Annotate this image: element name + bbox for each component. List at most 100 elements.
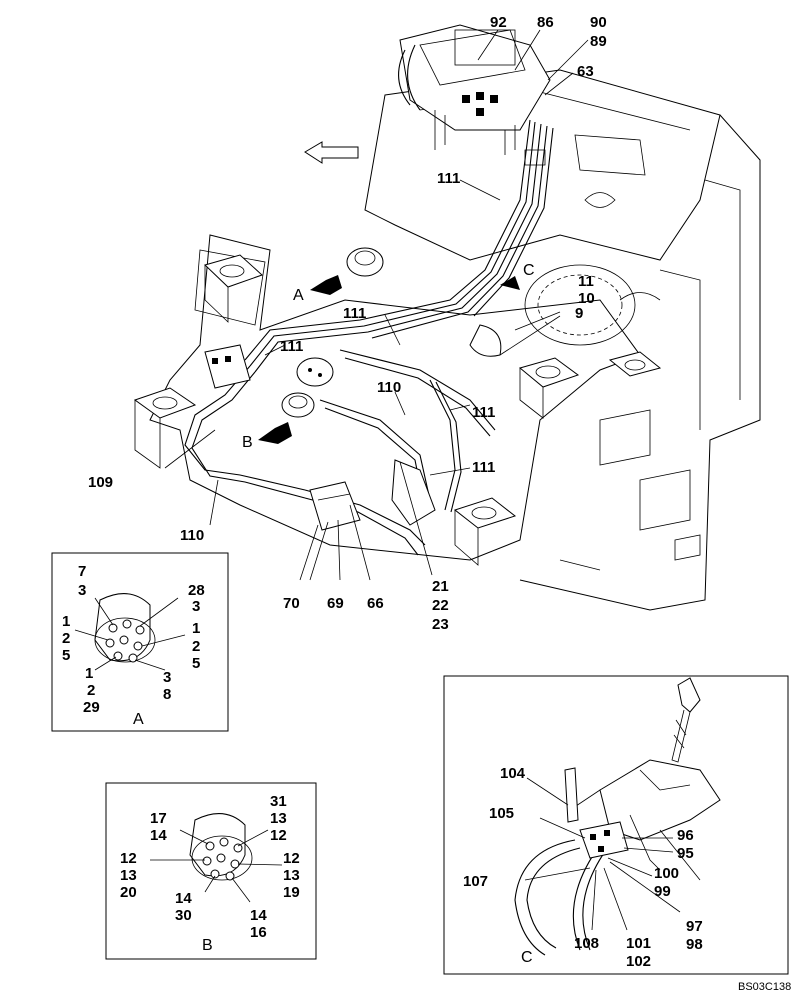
mount-center-right — [518, 357, 580, 419]
detail-c-label-105: 105 — [489, 805, 514, 822]
detail-b-label-30: 30 — [175, 907, 192, 924]
detail-a-label-1b: 1 — [192, 620, 200, 637]
detail-b-label-20: 20 — [120, 884, 137, 901]
main-assembly: 92 86 90 89 63 111 11 10 9 111 111 110 1… — [88, 14, 761, 633]
joystick-grip — [677, 677, 701, 713]
mount-upper-left — [204, 254, 263, 323]
detail-c-label-96: 96 — [677, 827, 694, 844]
part-label-63: 63 — [577, 63, 594, 80]
part-label-110-center: 110 — [377, 379, 401, 396]
part-label-92: 92 — [490, 14, 507, 31]
part-label-111-left: 111 — [280, 338, 303, 355]
detail-b-label-12b: 12 — [120, 850, 137, 867]
view-marker-a: A — [293, 287, 304, 304]
detail-a-label-28: 28 — [188, 582, 205, 599]
detail-c-label-100: 100 — [654, 865, 679, 882]
view-marker-b: B — [242, 434, 253, 451]
part-label-111-right: 111 — [472, 404, 495, 421]
part-label-22: 22 — [432, 597, 449, 614]
mount-lower-right — [453, 497, 517, 566]
detail-a-label-3: 3 — [78, 582, 86, 599]
detail-a-label-8: 8 — [163, 686, 171, 703]
detail-b-caption: B — [202, 937, 213, 954]
front-direction-arrow — [304, 141, 359, 164]
swivel-ring — [524, 264, 636, 346]
rotary-component-b — [281, 392, 315, 418]
leader-lines — [164, 29, 589, 581]
detail-view-a: 7 3 28 3 1 2 5 1 2 5 1 2 29 3 8 A — [51, 552, 229, 732]
detail-a-label-29: 29 — [83, 699, 100, 716]
manifold-block — [204, 344, 251, 389]
part-label-90: 90 — [590, 14, 607, 31]
detail-view-c: 104 105 96 95 107 100 99 97 98 108 101 1… — [443, 675, 789, 975]
part-label-86: 86 — [537, 14, 554, 31]
control-valve-block — [398, 24, 551, 155]
part-label-111-top: 111 — [437, 170, 460, 187]
detail-a-label-5b: 5 — [192, 655, 200, 672]
part-label-111-lower: 111 — [472, 459, 495, 476]
detail-a-frame — [51, 552, 229, 732]
detail-c-label-102: 102 — [626, 953, 651, 970]
detail-b-label-14: 14 — [150, 827, 167, 844]
part-label-109: 109 — [88, 474, 113, 491]
part-label-89: 89 — [590, 33, 607, 50]
detail-b-frame — [105, 782, 317, 960]
part-label-23: 23 — [432, 616, 449, 633]
detail-view-b: 31 13 12 17 14 12 13 20 12 13 19 14 30 1… — [105, 782, 317, 960]
detail-b-label-16: 16 — [250, 924, 267, 941]
pilot-block — [296, 357, 334, 387]
hose-clamp — [469, 324, 502, 357]
detail-c-label-99: 99 — [654, 883, 671, 900]
mount-right — [608, 351, 662, 377]
detail-b-label-31: 31 — [270, 793, 287, 810]
part-label-69: 69 — [327, 595, 344, 612]
detail-c-label-101: 101 — [626, 935, 651, 952]
part-label-110-lower: 110 — [180, 527, 204, 544]
detail-a-label-7: 7 — [78, 563, 86, 580]
detail-b-label-12: 12 — [270, 827, 287, 844]
detail-b-label-13c: 13 — [283, 867, 300, 884]
rotary-component-a — [346, 247, 384, 277]
bracket — [564, 767, 579, 823]
detail-a-label-3b: 3 — [192, 598, 200, 615]
part-label-21: 21 — [432, 578, 449, 595]
detail-b-label-17: 17 — [150, 810, 167, 827]
detail-c-frame — [443, 675, 789, 975]
detail-b-label-19: 19 — [283, 884, 300, 901]
part-label-10: 10 — [578, 290, 595, 307]
view-arrow-c — [500, 276, 520, 290]
detail-a-label-2b: 2 — [192, 638, 200, 655]
detail-c-label-107: 107 — [463, 873, 488, 890]
hose-bundle — [184, 119, 554, 556]
part-label-70: 70 — [283, 595, 300, 612]
part-label-9: 9 — [575, 305, 583, 322]
detail-c-caption: C — [521, 949, 533, 966]
detail-a-label-1: 1 — [62, 613, 70, 630]
detail-c-label-104: 104 — [500, 765, 526, 782]
view-arrow-a — [310, 275, 342, 295]
detail-b-label-13: 13 — [270, 810, 287, 827]
detail-a-label-5: 5 — [62, 647, 70, 664]
detail-a-caption: A — [133, 711, 144, 728]
lower-valve-block — [309, 481, 361, 531]
view-marker-c: C — [523, 262, 535, 279]
detail-c-label-97: 97 — [686, 918, 703, 935]
detail-b-label-13b: 13 — [120, 867, 137, 884]
mount-left — [133, 387, 197, 469]
part-label-11: 11 — [578, 273, 594, 290]
detail-b-label-14b: 14 — [175, 890, 192, 907]
part-label-111-center: 111 — [343, 305, 366, 322]
detail-a-label-2: 2 — [62, 630, 70, 647]
pilot-valve — [579, 821, 629, 859]
view-arrow-b — [258, 422, 292, 444]
detail-c-label-98: 98 — [686, 936, 703, 953]
detail-c-label-108: 108 — [574, 935, 599, 952]
detail-b-label-12c: 12 — [283, 850, 300, 867]
part-label-66: 66 — [367, 595, 384, 612]
detail-c-label-95: 95 — [677, 845, 694, 862]
detail-a-label-3c: 3 — [163, 669, 171, 686]
detail-a-label-2c: 2 — [87, 682, 95, 699]
detail-a-label-1c: 1 — [85, 665, 93, 682]
detail-b-label-14c: 14 — [250, 907, 267, 924]
